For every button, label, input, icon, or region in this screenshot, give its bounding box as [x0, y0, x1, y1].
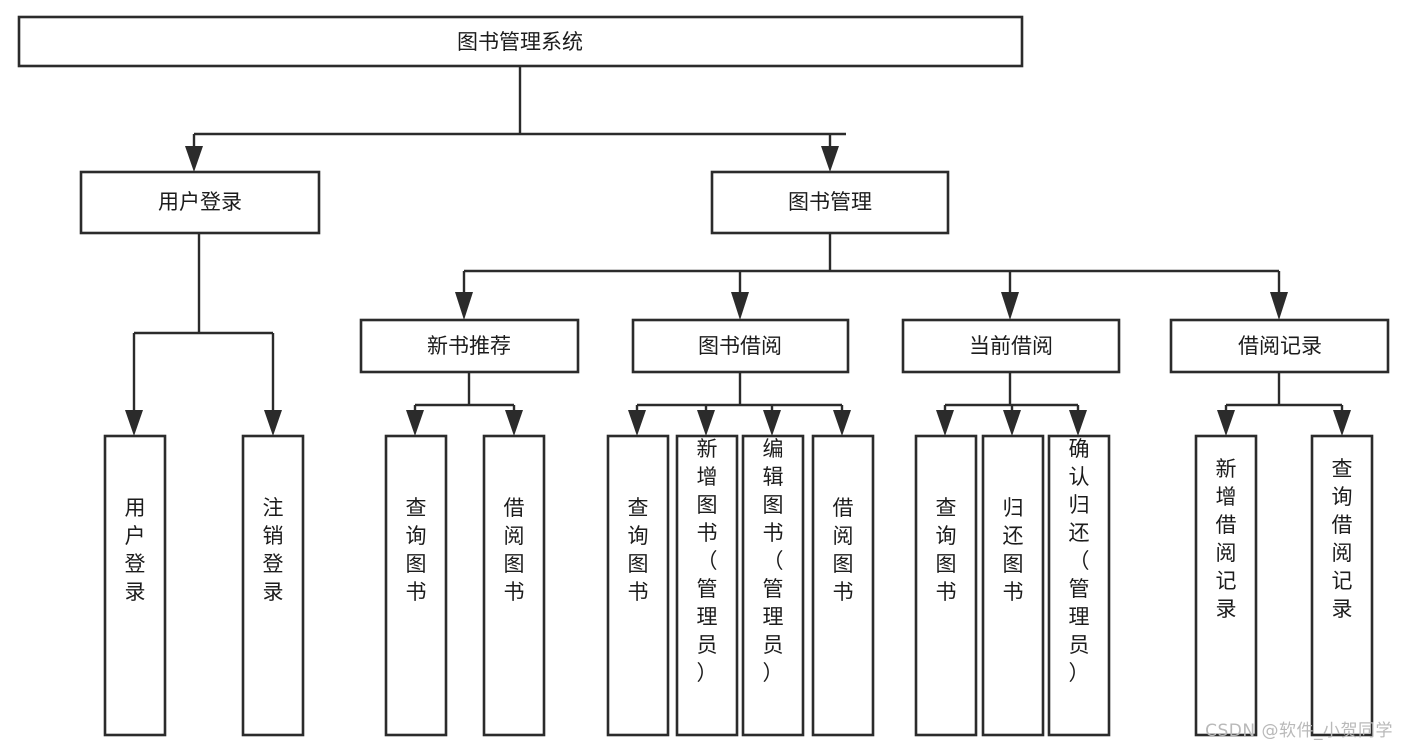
node-borrow-record[interactable]: 借阅记录	[1169, 318, 1390, 374]
leaf-box	[741, 434, 805, 737]
leaf-box	[914, 434, 978, 737]
node-book-borrow[interactable]: 图书借阅	[631, 318, 850, 374]
connector-root-to-level2	[185, 66, 846, 172]
node-root-box	[17, 15, 1024, 68]
arrow-head-icon	[697, 410, 715, 436]
leaf-label: 借阅图书	[833, 496, 854, 604]
leaf-box	[1310, 434, 1374, 737]
leaf-label: 查询借阅记录	[1332, 457, 1353, 621]
node-user-login[interactable]: 用户登录	[79, 170, 321, 235]
node-book-borrow-box	[631, 318, 850, 374]
arrow-head-icon	[833, 410, 851, 436]
leaf-borrowrecord-query-record[interactable]: 查询借阅记录	[1310, 434, 1374, 737]
leaf-label: 借阅图书	[504, 496, 525, 604]
leaf-label: 注销登录	[263, 496, 284, 604]
node-user-login-box	[79, 170, 321, 235]
node-new-book-recommend-label: 新书推荐	[427, 334, 511, 358]
leaf-box	[384, 434, 448, 737]
connector-userlogin-to-leaves	[125, 233, 282, 436]
node-book-borrow-label: 图书借阅	[698, 334, 782, 358]
arrow-head-icon	[505, 410, 523, 436]
node-current-borrow-box	[901, 318, 1121, 374]
node-root-book-management-system[interactable]: 图书管理系统	[17, 15, 1024, 68]
arrow-head-icon	[1333, 410, 1351, 436]
leaf-label: 编辑图书（管理员）	[763, 437, 784, 685]
leaf-bookborrow-borrow-book[interactable]: 借阅图书	[811, 434, 875, 737]
leaf-label: 新增图书（管理员）	[697, 437, 718, 685]
leaf-box	[981, 434, 1045, 737]
leaf-box	[482, 434, 546, 737]
node-current-borrow-label: 当前借阅	[969, 334, 1053, 358]
leaf-newbook-borrow-book[interactable]: 借阅图书	[482, 434, 546, 737]
leaf-currentborrow-confirm-return[interactable]: 确认归还（管理员）	[1047, 434, 1111, 737]
arrow-head-icon	[1003, 410, 1021, 436]
arrow-head-icon	[455, 292, 473, 320]
connector-newbook-to-leaves	[406, 372, 523, 436]
leaf-label: 查询图书	[936, 496, 957, 604]
node-book-management-box	[710, 170, 950, 235]
arrow-head-icon	[1069, 410, 1087, 436]
node-new-book-recommend-box	[359, 318, 580, 374]
leaf-box	[241, 434, 305, 737]
leaf-box	[811, 434, 875, 737]
arrow-head-icon	[1217, 410, 1235, 436]
connector-currentborrow-to-leaves	[936, 372, 1087, 436]
leaf-label: 确认归还（管理员）	[1069, 437, 1090, 685]
connector-bookmgmt-to-level3	[455, 233, 1288, 320]
leaf-borrowrecord-add-record[interactable]: 新增借阅记录	[1194, 434, 1258, 737]
arrow-head-icon	[185, 146, 203, 172]
leaf-label: 用户登录	[125, 496, 146, 604]
leaf-user-login-login[interactable]: 用户登录	[103, 434, 167, 737]
leaf-label: 查询图书	[628, 496, 649, 604]
node-borrow-record-label: 借阅记录	[1238, 334, 1322, 358]
arrow-head-icon	[1270, 292, 1288, 320]
arrow-head-icon	[264, 410, 282, 436]
node-new-book-recommend[interactable]: 新书推荐	[359, 318, 580, 374]
leaf-user-login-logout[interactable]: 注销登录	[241, 434, 305, 737]
leaf-currentborrow-query-book[interactable]: 查询图书	[914, 434, 978, 737]
leaf-label: 查询图书	[406, 496, 427, 604]
arrow-head-icon	[628, 410, 646, 436]
arrow-head-icon	[1001, 292, 1019, 320]
leaf-bookborrow-add-book[interactable]: 新增图书（管理员）	[675, 434, 739, 737]
node-current-borrow[interactable]: 当前借阅	[901, 318, 1121, 374]
node-book-management[interactable]: 图书管理	[710, 170, 950, 235]
arrow-head-icon	[821, 146, 839, 172]
arrow-head-icon	[125, 410, 143, 436]
leaf-label: 新增借阅记录	[1216, 457, 1237, 621]
csdn-watermark: CSDN @软件_小贺同学	[1205, 721, 1393, 741]
leaf-box	[606, 434, 670, 737]
connector-bookborrow-to-leaves	[628, 372, 851, 436]
node-book-management-label: 图书管理	[788, 190, 872, 214]
leaf-newbook-query-book[interactable]: 查询图书	[384, 434, 448, 737]
leaf-box	[1194, 434, 1258, 737]
leaf-box	[103, 434, 167, 737]
arrow-head-icon	[731, 292, 749, 320]
arrow-head-icon	[763, 410, 781, 436]
connector-borrowrecord-to-leaves	[1217, 372, 1351, 436]
leaf-currentborrow-return-book[interactable]: 归还图书	[981, 434, 1045, 737]
arrow-head-icon	[406, 410, 424, 436]
arrow-head-icon	[936, 410, 954, 436]
leaf-bookborrow-edit-book[interactable]: 编辑图书（管理员）	[741, 434, 805, 737]
node-user-login-label: 用户登录	[158, 190, 242, 214]
leaf-box	[675, 434, 739, 737]
node-root-label: 图书管理系统	[457, 30, 583, 54]
node-borrow-record-box	[1169, 318, 1390, 374]
leaf-box	[1047, 434, 1111, 737]
leaf-bookborrow-query-book[interactable]: 查询图书	[606, 434, 670, 737]
leaf-label: 归还图书	[1003, 496, 1024, 604]
